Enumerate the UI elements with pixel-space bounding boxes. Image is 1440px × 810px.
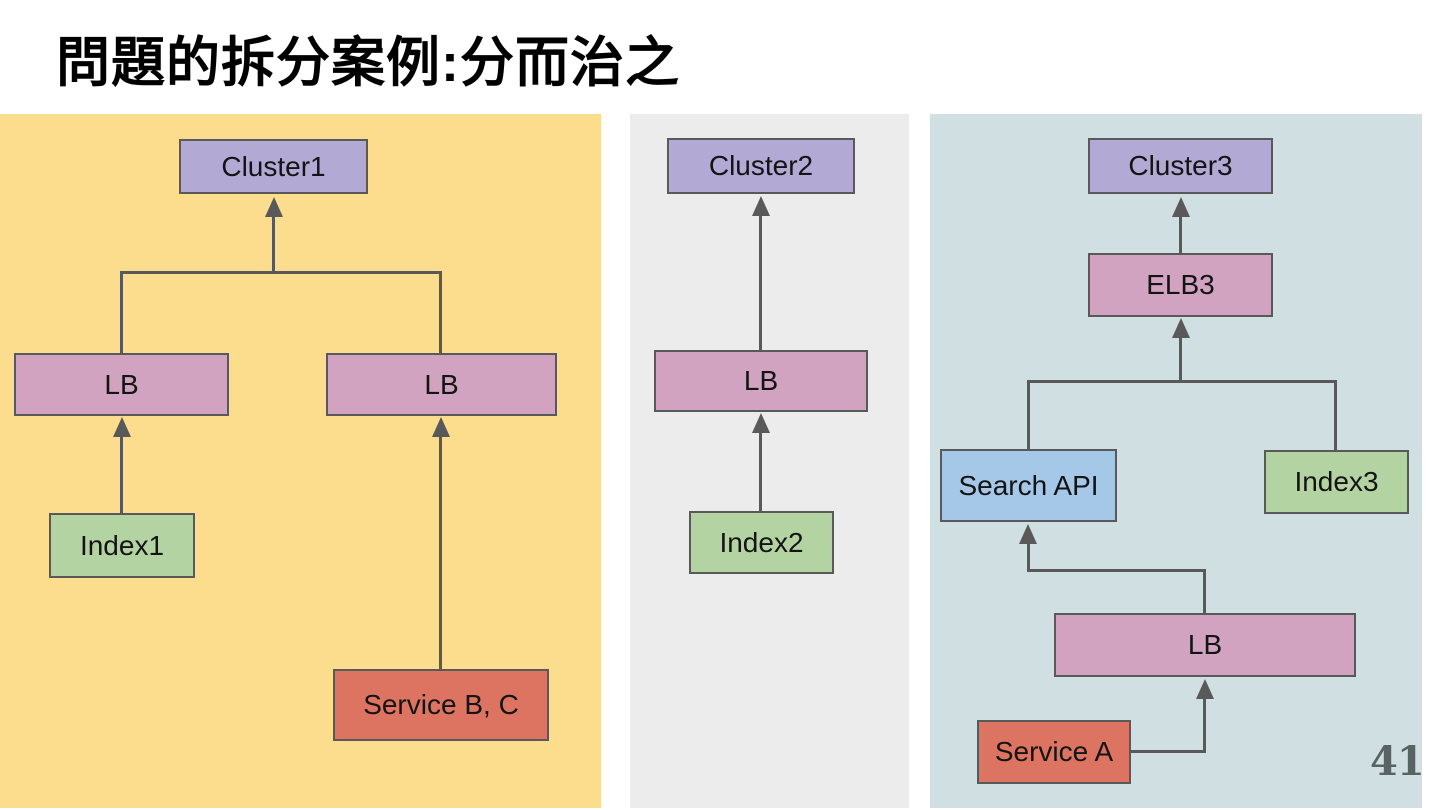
node-search-api-label: Search API	[958, 469, 1099, 501]
arrow-up-icon	[1019, 524, 1037, 544]
connector-line	[1027, 380, 1030, 449]
node-service-a-label: Service A	[994, 736, 1114, 767]
node-index1-label: Index1	[79, 529, 165, 561]
arrow-up-icon	[1172, 197, 1190, 217]
connector-line	[120, 271, 123, 353]
page-number: 41	[1370, 738, 1425, 785]
slide-title: 問題的拆分案例:分而治之	[56, 33, 680, 93]
node-lb-right-label: LB	[424, 368, 459, 400]
connector-line	[439, 271, 442, 353]
node-elb3: ELB3	[1088, 253, 1273, 317]
arrow-up-icon	[265, 197, 283, 217]
arrow-up-icon	[752, 413, 770, 433]
node-lb-right-panel: LB	[1054, 613, 1356, 677]
node-lb-right: LB	[326, 353, 557, 416]
node-service-bc: Service B, C	[333, 669, 549, 741]
node-service-a: Service A	[977, 720, 1131, 784]
connector-line	[1203, 697, 1206, 752]
node-search-api: Search API	[940, 449, 1117, 522]
node-cluster2-label: Cluster2	[708, 150, 814, 181]
node-cluster3: Cluster3	[1088, 138, 1273, 194]
node-lb-middle-label: LB	[743, 365, 779, 396]
connector-line	[1027, 380, 1337, 383]
connector-line	[120, 271, 442, 274]
node-index3: Index3	[1264, 450, 1409, 514]
connector-line	[1027, 569, 1206, 572]
node-cluster1: Cluster1	[179, 139, 368, 194]
connector-line	[272, 215, 275, 273]
node-lb-left: LB	[14, 353, 229, 416]
panel-cluster2-background	[630, 114, 909, 808]
connector-line	[1334, 380, 1337, 450]
node-index2: Index2	[689, 511, 834, 574]
node-service-bc-label: Service B, C	[363, 689, 519, 720]
arrow-up-icon	[432, 417, 450, 437]
node-lb-left-label: LB	[104, 368, 139, 400]
node-lb-middle: LB	[654, 350, 868, 412]
node-index1: Index1	[49, 513, 195, 578]
node-cluster2: Cluster2	[667, 138, 855, 194]
connector-line	[1203, 569, 1206, 613]
node-index3-label: Index3	[1294, 466, 1379, 497]
node-lb-right-panel-label: LB	[1187, 629, 1223, 660]
arrow-up-icon	[1196, 679, 1214, 699]
connector-line	[759, 214, 762, 350]
connector-line	[1179, 336, 1182, 382]
node-cluster3-label: Cluster3	[1128, 150, 1233, 181]
connector-line	[1131, 750, 1206, 753]
connector-line	[759, 431, 762, 511]
arrow-up-icon	[1172, 318, 1190, 338]
connector-line	[120, 435, 123, 513]
node-cluster1-label: Cluster1	[221, 150, 326, 182]
node-index2-label: Index2	[719, 526, 804, 558]
node-elb3-label: ELB3	[1146, 269, 1215, 300]
connector-line	[1179, 215, 1182, 253]
connector-line	[439, 435, 442, 669]
arrow-up-icon	[752, 196, 770, 216]
arrow-up-icon	[113, 417, 131, 437]
connector-line	[1027, 542, 1030, 571]
